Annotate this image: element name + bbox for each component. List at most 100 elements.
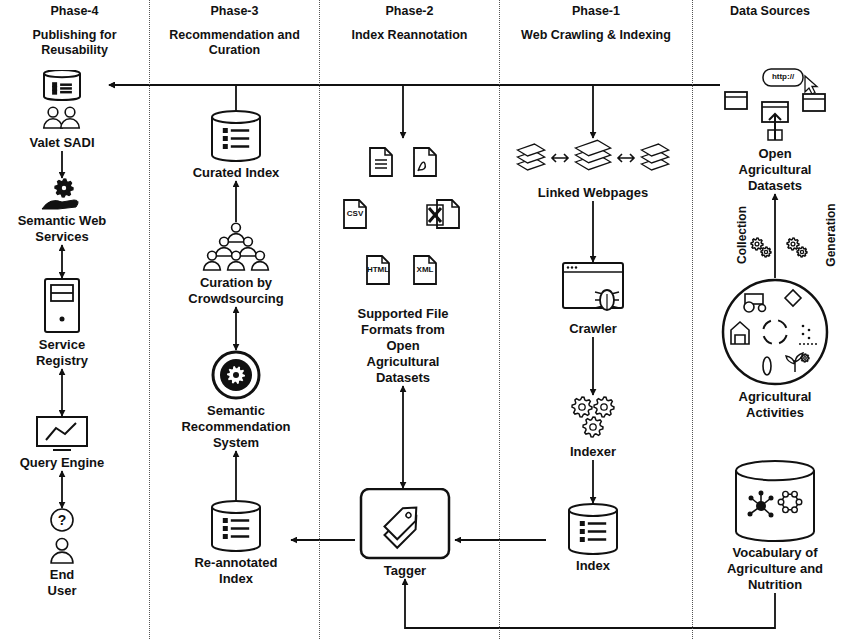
browser-dot	[567, 266, 569, 268]
file-icon	[370, 148, 392, 176]
network-node	[759, 491, 764, 496]
node-label: Agricultural Activities	[720, 389, 830, 421]
barn-icon	[731, 322, 749, 344]
flow-arrow	[592, 337, 594, 395]
list-line	[231, 527, 249, 530]
recommender-hub	[233, 372, 239, 378]
file-fold	[385, 148, 392, 155]
gear-hole	[755, 242, 759, 246]
gear-icon	[751, 238, 763, 250]
seed-dot	[802, 325, 805, 328]
excel-mark	[429, 208, 441, 222]
node-icon	[333, 138, 473, 303]
icon-node: Agricultural Activities	[710, 278, 840, 421]
icon-label: HTML	[367, 266, 389, 274]
node-icon	[548, 262, 638, 318]
flow-arrow	[235, 451, 237, 500]
person-head	[220, 237, 229, 246]
list-line	[231, 137, 249, 140]
node-label: Tagger	[357, 563, 453, 579]
icon-node: Service Registry	[20, 278, 104, 369]
browser-dot	[575, 266, 577, 268]
file-icon	[414, 148, 436, 176]
node-icon	[548, 503, 638, 555]
flow-label: Collection	[736, 206, 748, 264]
node-icon	[357, 488, 453, 560]
file-fold	[429, 148, 436, 155]
hand-icon	[42, 200, 78, 209]
corn-icon	[763, 357, 771, 375]
gear-icon	[55, 179, 73, 197]
node-label: Curation by Crowdsourcing	[174, 275, 299, 307]
phase-column: Phase-1Web Crawling & IndexingLinked Web…	[500, 0, 693, 639]
phase-column: Phase-3Recommendation and CurationCurate…	[150, 0, 320, 639]
person-head	[256, 251, 265, 260]
database-top	[212, 501, 260, 513]
person-body	[204, 262, 221, 270]
node-icon	[710, 278, 840, 386]
person-body	[252, 262, 269, 270]
phase-column: Data SourcesOpen Agricultural DatasetsAg…	[693, 0, 847, 639]
browser-bar	[563, 271, 623, 273]
upload-bar	[762, 106, 788, 108]
node-icon	[176, 110, 296, 162]
gear-hole	[61, 185, 67, 191]
icon-node: Vocabulary of Agriculture and Nutrition	[705, 460, 845, 593]
icon-node: Crawler	[546, 262, 640, 337]
bug-body	[600, 290, 614, 310]
list-line	[231, 145, 249, 148]
phase-heading: Phase-3	[150, 4, 319, 20]
database-top	[44, 70, 80, 77]
file-fold	[452, 200, 459, 207]
cursor-icon	[805, 76, 817, 94]
upload-base	[768, 130, 782, 140]
browser-dot	[571, 266, 573, 268]
list-line	[231, 535, 249, 538]
phase-heading: Recommendation and Curation	[150, 28, 319, 59]
node-icon	[501, 138, 685, 182]
icon-label: http://	[772, 73, 794, 81]
flow-arrow	[61, 151, 63, 178]
list-line	[588, 538, 606, 541]
flow-arrow	[592, 460, 594, 503]
list-line	[588, 522, 606, 525]
icon-node: Index	[546, 503, 640, 574]
person-head	[65, 107, 75, 117]
person-head	[244, 237, 253, 246]
list-bullet	[52, 90, 57, 95]
flow-arrow	[774, 194, 776, 278]
list-bullet	[223, 144, 228, 149]
list-bullet	[580, 537, 585, 542]
flow-arrow	[61, 245, 63, 278]
window-bar	[803, 98, 825, 100]
flow-arrow	[235, 307, 237, 350]
node-icon	[181, 500, 291, 552]
molecule-atom	[792, 491, 798, 497]
upload-arrow	[769, 114, 781, 140]
node-icon	[10, 178, 114, 210]
gear-icon	[787, 238, 799, 250]
list-bullet	[223, 518, 228, 523]
file-fold	[429, 256, 436, 263]
gear-hole	[791, 242, 795, 246]
monitor-screen	[37, 417, 87, 446]
tractor-wheel	[744, 302, 754, 312]
activity-circle	[723, 280, 827, 384]
file-icon	[437, 200, 459, 228]
person-head	[208, 251, 217, 260]
list-line	[231, 519, 249, 522]
node-label: Re-annotated Index	[186, 555, 286, 587]
node-icon	[17, 70, 107, 132]
list-bullet	[223, 128, 228, 133]
list-line	[588, 530, 606, 533]
window-icon	[725, 92, 747, 109]
database-top	[569, 504, 617, 516]
icon-node: Tagger	[355, 488, 455, 579]
person-body	[51, 552, 73, 563]
node-label: Supported File Formats from Open Agricul…	[351, 306, 456, 386]
icon-node: Query Engine	[5, 416, 119, 471]
gear-hole	[804, 357, 807, 360]
icon-node: Semantic Recommendation System	[166, 350, 306, 451]
cycle-arrow	[764, 336, 772, 343]
gear-hole	[601, 404, 607, 410]
